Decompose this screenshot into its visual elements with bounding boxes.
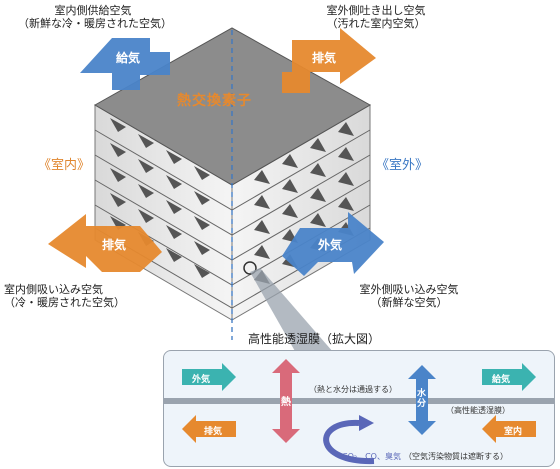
detail-supply-label: 給気 <box>492 375 511 385</box>
membrane-detail-panel: 外気 給気 排気 室内 熱 水分 （熱と水分は通過する） （高性能透湿膜） CO… <box>163 350 555 467</box>
supply-arrow <box>80 38 170 90</box>
outdoor-intake-air-note: （新鮮な空気） <box>370 296 448 309</box>
exhaust-bottom-arrow <box>48 214 162 272</box>
supply-arrow-label: 給気 <box>116 51 141 65</box>
indoor-intake-air-title: 室内側吸い込み空気 <box>4 283 103 296</box>
indoor-side-label: 《室内》 <box>38 158 91 173</box>
outside-air-arrow-label: 外気 <box>318 238 343 252</box>
detail-indoor-arrow <box>482 415 536 443</box>
membrane-detail-graphic <box>164 359 554 465</box>
exhaust-top-arrow-label: 排気 <box>312 51 337 65</box>
outdoor-intake-air-title: 室外側吸い込み空気 <box>359 283 459 296</box>
heat-exchange-element-diagram <box>48 27 384 350</box>
pass-through-note: （熱と水分は通過する） <box>309 385 397 394</box>
indoor-supply-air-title: 室内側供給空気 <box>54 4 132 17</box>
exhaust-top-arrow <box>282 28 376 93</box>
outdoor-exhaust-air-title: 室外側吐き出し空気 <box>326 4 426 17</box>
detail-exhaust-arrow <box>182 415 236 443</box>
detail-outside-air-label: 外気 <box>192 375 211 385</box>
moisture-label: 水分 <box>417 389 427 409</box>
heat-exchange-element-title: 熱交換素子 <box>177 93 252 109</box>
heat-label: 熱 <box>281 397 291 408</box>
pollutant-block-arrowhead <box>359 415 374 431</box>
pollutant-block-arrow <box>323 419 375 465</box>
detail-supply-arrow <box>482 363 536 391</box>
indoor-intake-air-label: 室内側吸い込み空気 （冷・暖房された空気） <box>4 283 154 309</box>
block-note: （空気汚染物質は遮断する） <box>404 452 508 461</box>
detail-exhaust-label: 排気 <box>204 427 223 437</box>
pollutants-label: CO₂、CO、臭気 <box>342 452 401 461</box>
moisture-arrow <box>408 365 436 435</box>
magnifier-circle <box>243 261 257 275</box>
membrane-detail-title: 高性能透湿膜（拡大図） <box>248 332 381 346</box>
detail-indoor-label: 室内 <box>504 427 523 437</box>
indoor-supply-air-note: （新鮮な冷・暖房された空気） <box>18 17 172 30</box>
magnify-leader <box>250 268 332 350</box>
membrane-band <box>164 398 554 404</box>
indoor-supply-air-label: 室内側供給空気 （新鮮な冷・暖房された空気） <box>18 4 172 30</box>
membrane-note: （高性能透湿膜） <box>446 406 510 415</box>
outdoor-exhaust-air-note: （汚れた室内空気） <box>326 17 426 30</box>
outdoor-side-label: 《室外》 <box>376 158 429 173</box>
outdoor-intake-air-label: 室外側吸い込み空気 （新鮮な空気） <box>334 283 484 309</box>
exhaust-bottom-arrow-label: 排気 <box>102 238 127 252</box>
detail-outside-air-arrow <box>182 363 236 391</box>
indoor-intake-air-note: （冷・暖房された空気） <box>4 296 125 309</box>
outside-air-arrow <box>282 212 384 276</box>
heat-arrow <box>272 359 300 443</box>
outdoor-exhaust-air-label: 室外側吐き出し空気 （汚れた室内空気） <box>296 4 456 30</box>
